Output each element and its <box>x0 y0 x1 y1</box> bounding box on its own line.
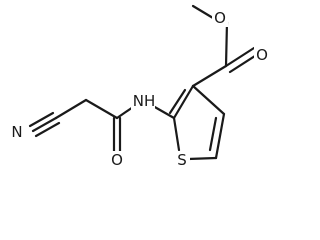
bonds <box>28 4 260 161</box>
atom-labels: O O NH N O S <box>8 9 270 169</box>
bond-nitrile-2 <box>28 111 55 128</box>
bond-ring-c3-c2 <box>172 84 195 120</box>
bond-ring-c3-c4 <box>191 84 226 116</box>
amide-oxygen-label: O <box>111 151 123 169</box>
sulfur-label: S <box>177 151 187 169</box>
bond-ring-c3-c2-inner <box>168 88 187 115</box>
nitrile-nitrogen-label: N <box>11 123 22 141</box>
bond-ester-c-o-double-1 <box>224 46 256 68</box>
ester-oxygen-double-label: O <box>256 46 268 64</box>
bond-amide-c-ch2 <box>84 98 119 120</box>
bond-ester-c-ring <box>191 64 228 88</box>
bond-ring-c4-c5-inner <box>208 116 218 152</box>
bond-nitrile-3 <box>34 121 61 138</box>
bond-ester-c-o-double-2 <box>228 52 260 74</box>
bond-ring-c5-s <box>186 156 218 161</box>
bond-nitrile-1 <box>31 116 58 133</box>
bond-methyl-o <box>191 4 215 20</box>
bond-ring-s-c2 <box>172 116 181 152</box>
bond-o-ester-carbon <box>224 20 229 68</box>
amide-nh-label: NH <box>133 92 156 110</box>
ester-oxygen-single-label: O <box>214 9 226 27</box>
bond-ch2-nitrile-c <box>54 98 88 120</box>
structure-diagram: O O NH N O S <box>8 4 270 169</box>
bond-ring-c4-c5 <box>214 112 226 160</box>
bond-c2-nh <box>151 104 176 120</box>
